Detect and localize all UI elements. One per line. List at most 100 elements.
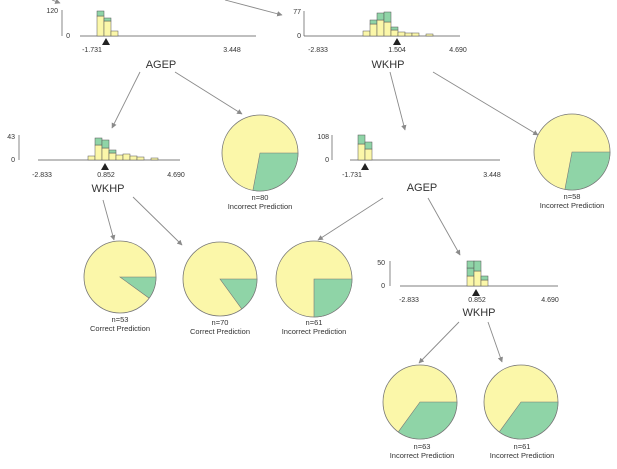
hist-bar <box>364 141 373 150</box>
hist-bar <box>473 260 482 272</box>
x-tick-mid: 0.852 <box>468 297 486 304</box>
leaf-5: n=61 Incorrect Prediction <box>275 240 353 336</box>
hist-bar <box>376 12 385 21</box>
y-max-label: 120 <box>46 8 58 15</box>
hist-bar <box>466 260 475 269</box>
leaf-label: Incorrect Prediction <box>228 202 293 211</box>
pie-slice-minority <box>564 151 611 191</box>
hist-bar <box>96 10 105 17</box>
hist-bar <box>101 139 110 149</box>
edge-wkhp2-to-leaf3 <box>102 199 116 241</box>
hist-bar <box>473 270 482 287</box>
split-marker <box>101 163 109 170</box>
pie-slice-minority <box>119 276 157 299</box>
hist-bar <box>129 155 138 161</box>
hist-bar <box>357 143 366 161</box>
feature-label: WKHP <box>92 183 125 195</box>
leaf-count: n=80 <box>252 193 269 202</box>
y-max-label: 108 <box>317 134 329 141</box>
hist-bar <box>108 152 117 161</box>
histogram-agep-right: 108 0 -1.731 3.448 AGEP <box>317 134 501 194</box>
leaf-4: n=70 Correct Prediction <box>182 241 258 336</box>
hist-bar <box>390 29 399 37</box>
leaf-3: n=53 Correct Prediction <box>83 240 157 333</box>
hist-bar <box>397 31 406 37</box>
leaf-2: n=58 Incorrect Prediction <box>533 113 611 210</box>
histogram-agep-root: 120 0 -1.731 3.448 AGEP <box>46 8 256 71</box>
hist-bar <box>376 19 385 37</box>
hist-bar <box>87 155 96 161</box>
hist-bar <box>108 149 117 154</box>
leaf-label: Correct Prediction <box>90 324 150 333</box>
hist-bar <box>411 32 420 37</box>
edge-top-right-incoming <box>224 0 283 17</box>
leaf-count: n=63 <box>414 442 431 451</box>
histogram-wkhp-bottom: 50 0 -2.833 0.852 4.690 WKHP <box>377 260 559 319</box>
edge-wkhp3-to-leaf7 <box>487 321 503 363</box>
x-tick-right: 4.690 <box>449 47 467 54</box>
hist-bar <box>103 20 112 37</box>
hist-bar <box>425 33 434 37</box>
x-tick-left: -1.731 <box>82 47 102 54</box>
x-tick-left: -2.833 <box>32 172 52 179</box>
histogram-wkhp-root: 77 0 -2.833 1.504 4.690 WKHP <box>293 9 467 71</box>
leaf-label: Incorrect Prediction <box>390 451 455 460</box>
hist-bar <box>383 21 392 37</box>
hist-bar <box>364 148 373 161</box>
pie-slice-minority <box>498 401 559 440</box>
hist-bar <box>357 134 366 145</box>
leaf-label: Incorrect Prediction <box>282 327 347 336</box>
hist-bar <box>466 275 475 287</box>
hist-bar <box>369 23 378 37</box>
leaf-label: Correct Prediction <box>190 327 250 336</box>
x-tick-mid: 1.504 <box>388 47 406 54</box>
leaf-1: n=80 Incorrect Prediction <box>221 114 299 211</box>
x-tick-left: -2.833 <box>308 47 328 54</box>
split-marker <box>472 289 480 296</box>
edge-agep-to-leaf1 <box>174 71 243 115</box>
edge-top-left-incoming <box>51 0 61 4</box>
hist-bar <box>110 30 119 37</box>
leaf-count: n=58 <box>564 192 581 201</box>
leaf-6: n=63 Incorrect Prediction <box>382 364 458 460</box>
hist-bar <box>103 17 112 22</box>
feature-label: AGEP <box>146 59 177 71</box>
pie-slice-minority <box>252 152 299 192</box>
split-marker <box>361 163 369 170</box>
edge-agep2-to-leaf5 <box>317 197 384 241</box>
leaf-label: Incorrect Prediction <box>490 451 555 460</box>
edge-wkhp2-to-leaf4 <box>132 196 183 246</box>
hist-bar <box>390 26 399 31</box>
x-tick-right: 4.690 <box>167 172 185 179</box>
split-marker <box>393 38 401 45</box>
leaf-count: n=53 <box>112 315 129 324</box>
hist-bar <box>466 267 475 277</box>
hist-bar <box>362 30 371 37</box>
hist-bar <box>115 154 124 161</box>
pie-slice-minority <box>313 278 353 318</box>
y-min-label: 0 <box>11 157 15 164</box>
edge-agep-to-wkhp <box>111 71 141 129</box>
feature-label: WKHP <box>372 59 405 71</box>
leaf-count: n=70 <box>212 318 229 327</box>
x-tick-right: 3.448 <box>223 47 241 54</box>
hist-bar <box>369 19 378 25</box>
hist-bar <box>404 32 413 37</box>
edge-wkhp3-to-leaf6 <box>418 321 460 364</box>
y-max-label: 50 <box>377 260 385 267</box>
feature-label: WKHP <box>463 307 496 319</box>
edge-wkhp-to-leaf2 <box>432 71 539 136</box>
y-min-label: 0 <box>66 33 70 40</box>
leaf-count: n=61 <box>306 318 323 327</box>
x-tick-left: -2.833 <box>399 297 419 304</box>
feature-label: AGEP <box>407 182 438 194</box>
hist-bar <box>101 147 110 161</box>
leaf-count: n=61 <box>514 442 531 451</box>
edge-agep2-to-wkhp3 <box>427 197 461 256</box>
x-tick-left: -1.731 <box>342 172 362 179</box>
histogram-wkhp-left: 43 0 -2.833 0.852 4.690 WKHP <box>7 134 185 195</box>
y-min-label: 0 <box>325 157 329 164</box>
x-tick-right: 4.690 <box>541 297 559 304</box>
y-min-label: 0 <box>297 33 301 40</box>
